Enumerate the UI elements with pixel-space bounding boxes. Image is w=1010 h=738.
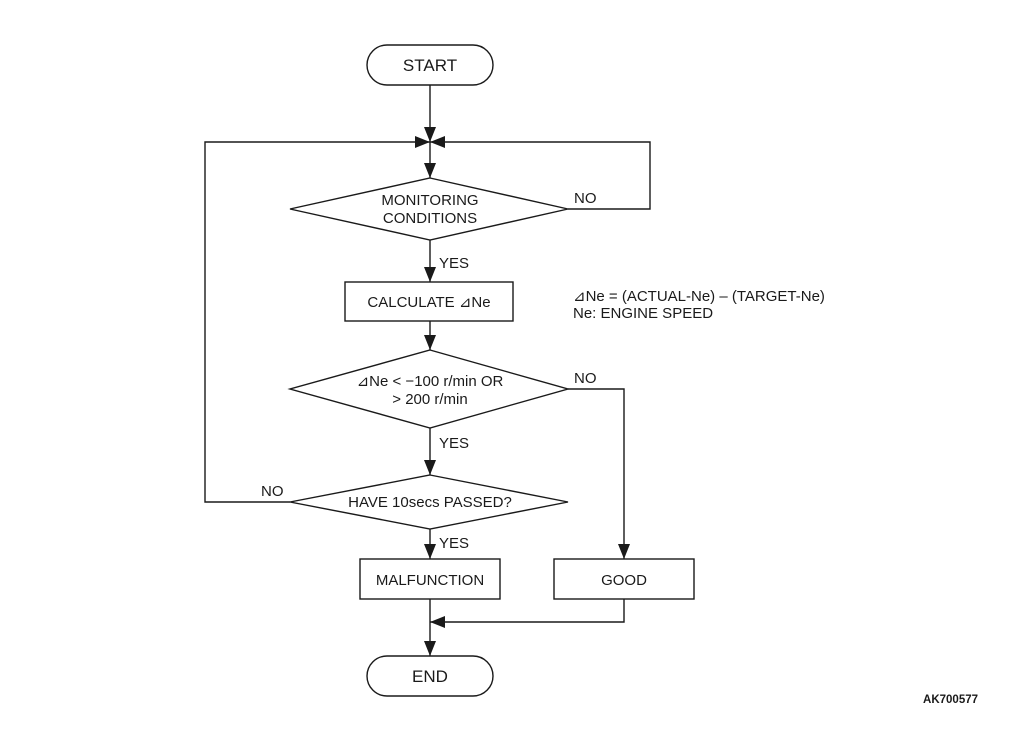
good-process	[553, 558, 695, 600]
connector-loop-right	[430, 141, 651, 210]
arrow-head-loop-left	[415, 136, 430, 148]
yes-label-3: YES	[439, 535, 469, 552]
connector-good-merge	[430, 599, 625, 623]
arrow-head-merge	[430, 616, 445, 628]
start-label: START	[403, 56, 457, 75]
arrow-head-good	[618, 544, 630, 559]
arrow-head-end	[424, 641, 436, 656]
arrow-head-into-junction	[424, 127, 436, 142]
no-label-check: NO	[574, 370, 597, 387]
monitoring-conditions-decision	[289, 177, 569, 241]
yes-label-2: YES	[439, 435, 469, 452]
figure-id: AK700577	[923, 694, 978, 706]
end-terminal	[366, 655, 494, 697]
arrow-head-loop-right	[430, 136, 445, 148]
monitoring-line1: MONITORING	[381, 192, 478, 209]
calculate-process	[344, 281, 514, 322]
no-label-monitoring: NO	[574, 190, 597, 207]
no-label-time: NO	[261, 483, 284, 500]
note-delta-ne: ⊿Ne = (ACTUAL-Ne) – (TARGET-Ne)	[573, 288, 825, 305]
monitoring-line2: CONDITIONS	[383, 210, 477, 227]
arrow-head-malfunction	[424, 544, 436, 559]
end-label: END	[412, 667, 448, 686]
arrow-head-time-check	[424, 460, 436, 475]
time-check-label: HAVE 10secs PASSED?	[348, 494, 512, 511]
calculate-label: CALCULATE ⊿Ne	[367, 294, 490, 311]
check-line1: ⊿Ne < −100 r/min OR	[357, 373, 504, 390]
arrow-head-calculate	[424, 267, 436, 282]
malfunction-label: MALFUNCTION	[376, 572, 484, 589]
connector-check-to-good	[568, 388, 625, 559]
connector-loop-left	[204, 141, 430, 503]
arrow-head-check	[424, 335, 436, 350]
arrow-head-monitoring	[424, 163, 436, 178]
malfunction-process	[359, 558, 501, 600]
good-label: GOOD	[601, 572, 647, 589]
yes-label-1: YES	[439, 255, 469, 272]
check-line2: > 200 r/min	[392, 391, 467, 408]
note-engine-speed: Ne: ENGINE SPEED	[573, 305, 713, 322]
